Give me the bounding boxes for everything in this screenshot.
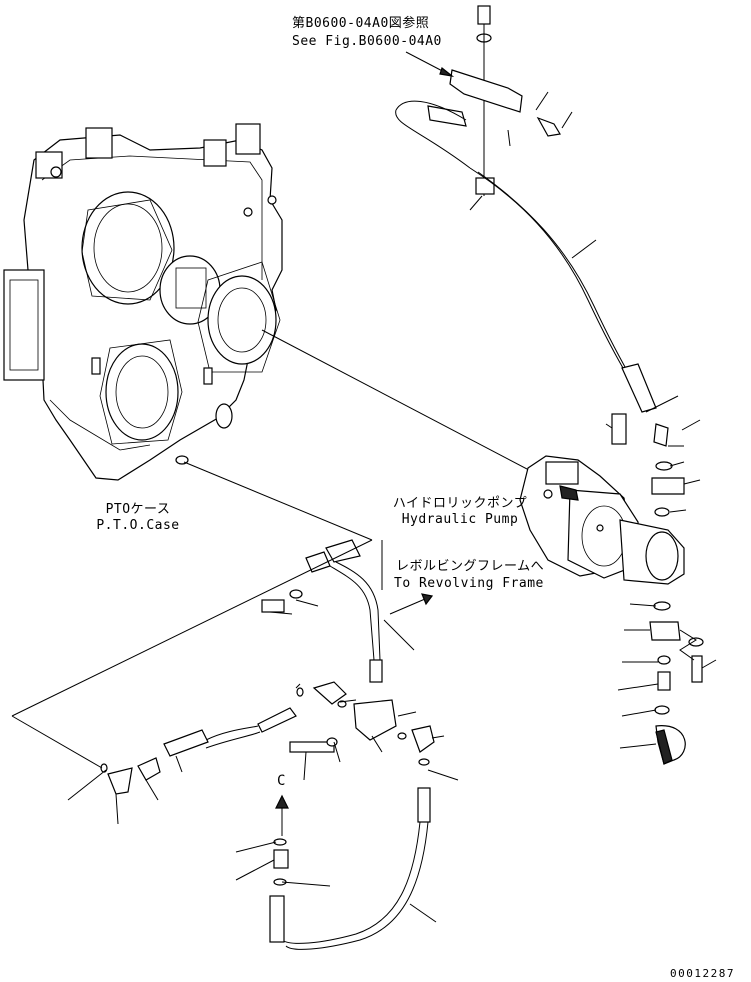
reference-lines: [11, 461, 434, 769]
pto-case: [3, 123, 283, 481]
pto-case-label-ja: PTOケース: [105, 502, 171, 517]
view-c-marker: C: [277, 773, 286, 789]
revolving-frame-label-ja: レボルビングフレームへ: [396, 559, 545, 574]
drawing-number: 00012287: [670, 967, 735, 980]
pump-fittings: [605, 413, 717, 765]
reference-figure-label-en: See Fig.B0600-04A0: [292, 34, 442, 49]
reference-figure-label-ja: 第B0600-04A0図参照: [292, 16, 430, 31]
hydraulic-pump-label-en: Hydraulic Pump: [401, 512, 519, 527]
revolving-frame-label-en: To Revolving Frame: [394, 576, 544, 591]
top-bracket-assembly: [395, 5, 679, 413]
hydraulic-pump-label-ja: ハイドロリックポンプ: [392, 496, 528, 511]
center-hose-assembly: [67, 539, 459, 950]
hydraulic-pump: [261, 329, 685, 585]
pto-case-label-en: P.T.O.Case: [96, 518, 180, 533]
